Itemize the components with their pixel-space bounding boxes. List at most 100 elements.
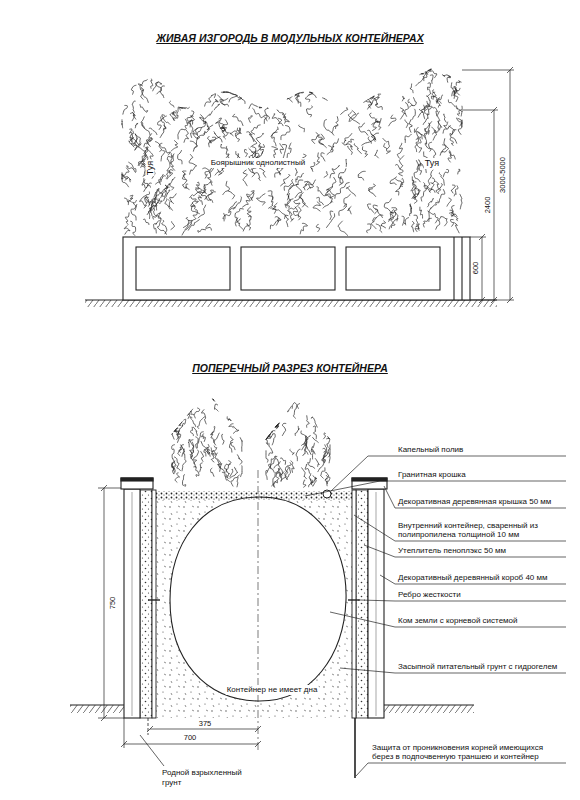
leaf-scribble: [272, 434, 275, 446]
leaf-scribble: [388, 209, 395, 220]
wooden-lid: [352, 478, 387, 489]
leaf-scribble: [367, 224, 371, 233]
leaf-scribble: [146, 192, 149, 205]
section-title: ПОПЕРЕЧНЫЙ РАЗРЕЗ КОНТЕЙНЕРА: [192, 362, 388, 375]
leaf-scribble: [316, 133, 327, 148]
leaf-scribble: [277, 469, 282, 476]
leaf-scribble: [212, 427, 215, 435]
leaf-scribble: [184, 130, 189, 143]
leaf-scribble: [420, 207, 423, 219]
leaf-scribble: [454, 185, 458, 196]
leaf-scribble: [430, 69, 436, 78]
leaf-scribble: [190, 166, 197, 175]
leaf-scribble: [175, 473, 180, 483]
modular-container: [461, 237, 462, 300]
callout-label: Ребро жесткости: [398, 590, 564, 600]
leaf-scribble: [287, 467, 290, 479]
leaf-scribble: [222, 472, 229, 478]
leaf-scribble: [169, 184, 174, 190]
leaf-scribble: [132, 101, 135, 113]
leaf-scribble: [346, 186, 355, 196]
leaf-scribble: [290, 449, 294, 455]
leaf-scribble: [311, 443, 315, 455]
leaf-scribble: [150, 198, 155, 206]
leaf-scribble: [160, 125, 166, 138]
part-label: Родной взрыхленный грунт: [162, 768, 254, 787]
leaf-scribble: [405, 120, 408, 128]
leaf-scribble: [405, 217, 409, 225]
leaf-scribble: [414, 215, 418, 223]
leaf-scribble: [340, 108, 348, 115]
leaf-scribble: [240, 437, 242, 452]
leaf-scribble: [441, 217, 447, 226]
leaf-scribble: [200, 463, 203, 472]
leaf-scribble: [224, 461, 231, 473]
leaf-scribble: [369, 189, 376, 197]
modular-container: [453, 237, 454, 300]
leaf-scribble: [300, 223, 307, 234]
leaf-scribble: [222, 127, 226, 139]
leaf-scribble: [178, 129, 185, 139]
drawing-title: ЖИВАЯ ИЗГОРОДЬ В МОДУЛЬНЫХ КОНТЕЙНЕРАХ: [156, 32, 423, 45]
leaf-scribble: [374, 215, 383, 221]
leaf-scribble: [293, 403, 299, 409]
leaf-scribble: [303, 449, 307, 456]
leaf-scribble: [414, 188, 417, 203]
leaf-scribble: [235, 219, 240, 227]
leaf-scribble: [412, 185, 419, 199]
leaf-scribble: [430, 75, 433, 84]
wooden-lid: [352, 478, 387, 481]
leaf-scribble: [239, 96, 245, 103]
leaf-scribble: [428, 106, 432, 119]
leaf-scribble: [211, 94, 216, 98]
leaf-scribble: [240, 466, 242, 478]
leaf-scribble: [173, 110, 177, 116]
leaf-scribble: [170, 194, 177, 204]
leaf-scribble: [182, 173, 186, 188]
leaf-scribble: [144, 137, 151, 147]
leaf-scribble: [217, 464, 220, 472]
leaf-scribble: [280, 174, 290, 186]
wooden-box: [124, 489, 140, 718]
leaf-scribble: [384, 199, 392, 214]
section-dimensions: [104, 488, 105, 718]
leaf-scribble: [327, 438, 330, 448]
leaf-scribble: [214, 104, 220, 110]
leaf-scribble: [207, 172, 212, 185]
leaf-scribble: [358, 171, 366, 180]
leaf-scribble: [191, 197, 198, 204]
leaf-scribble: [243, 170, 247, 186]
leaf-scribble: [374, 94, 381, 99]
leaf-scribble: [201, 409, 206, 424]
leaf-scribble: [336, 116, 338, 129]
leaf-scribble: [161, 151, 165, 162]
leaf-scribble: [127, 166, 136, 173]
leaf-scribble: [400, 108, 404, 120]
leaf-scribble: [157, 185, 167, 196]
hedge-plants: [122, 69, 462, 236]
leaf-scribble: [203, 125, 213, 135]
ground-top: [85, 300, 497, 307]
modular-container: [123, 237, 470, 300]
dimension-label: Туя: [146, 160, 155, 176]
leaf-scribble: [299, 125, 305, 132]
root-barrier: [354, 718, 356, 778]
leaf-scribble: [389, 115, 396, 126]
leaf-scribble: [395, 179, 402, 188]
leaf-scribble: [408, 99, 413, 106]
leaf-scribble: [182, 107, 189, 108]
dimension-lines: [462, 70, 514, 71]
leaf-scribble: [177, 108, 178, 118]
leaf-scribble: [177, 425, 183, 438]
leaf-scribble: [384, 143, 391, 154]
leaf-scribble: [366, 101, 372, 109]
inner-container: [352, 490, 356, 718]
leaf-scribble: [194, 460, 197, 468]
leaf-scribble: [313, 426, 316, 439]
dimension-label: 700: [184, 733, 197, 742]
leaf-scribble: [220, 98, 228, 105]
leaf-scribble: [209, 137, 216, 142]
leaf-scribble: [416, 137, 422, 153]
axis-line: [258, 470, 259, 750]
leaf-scribble: [146, 138, 149, 145]
